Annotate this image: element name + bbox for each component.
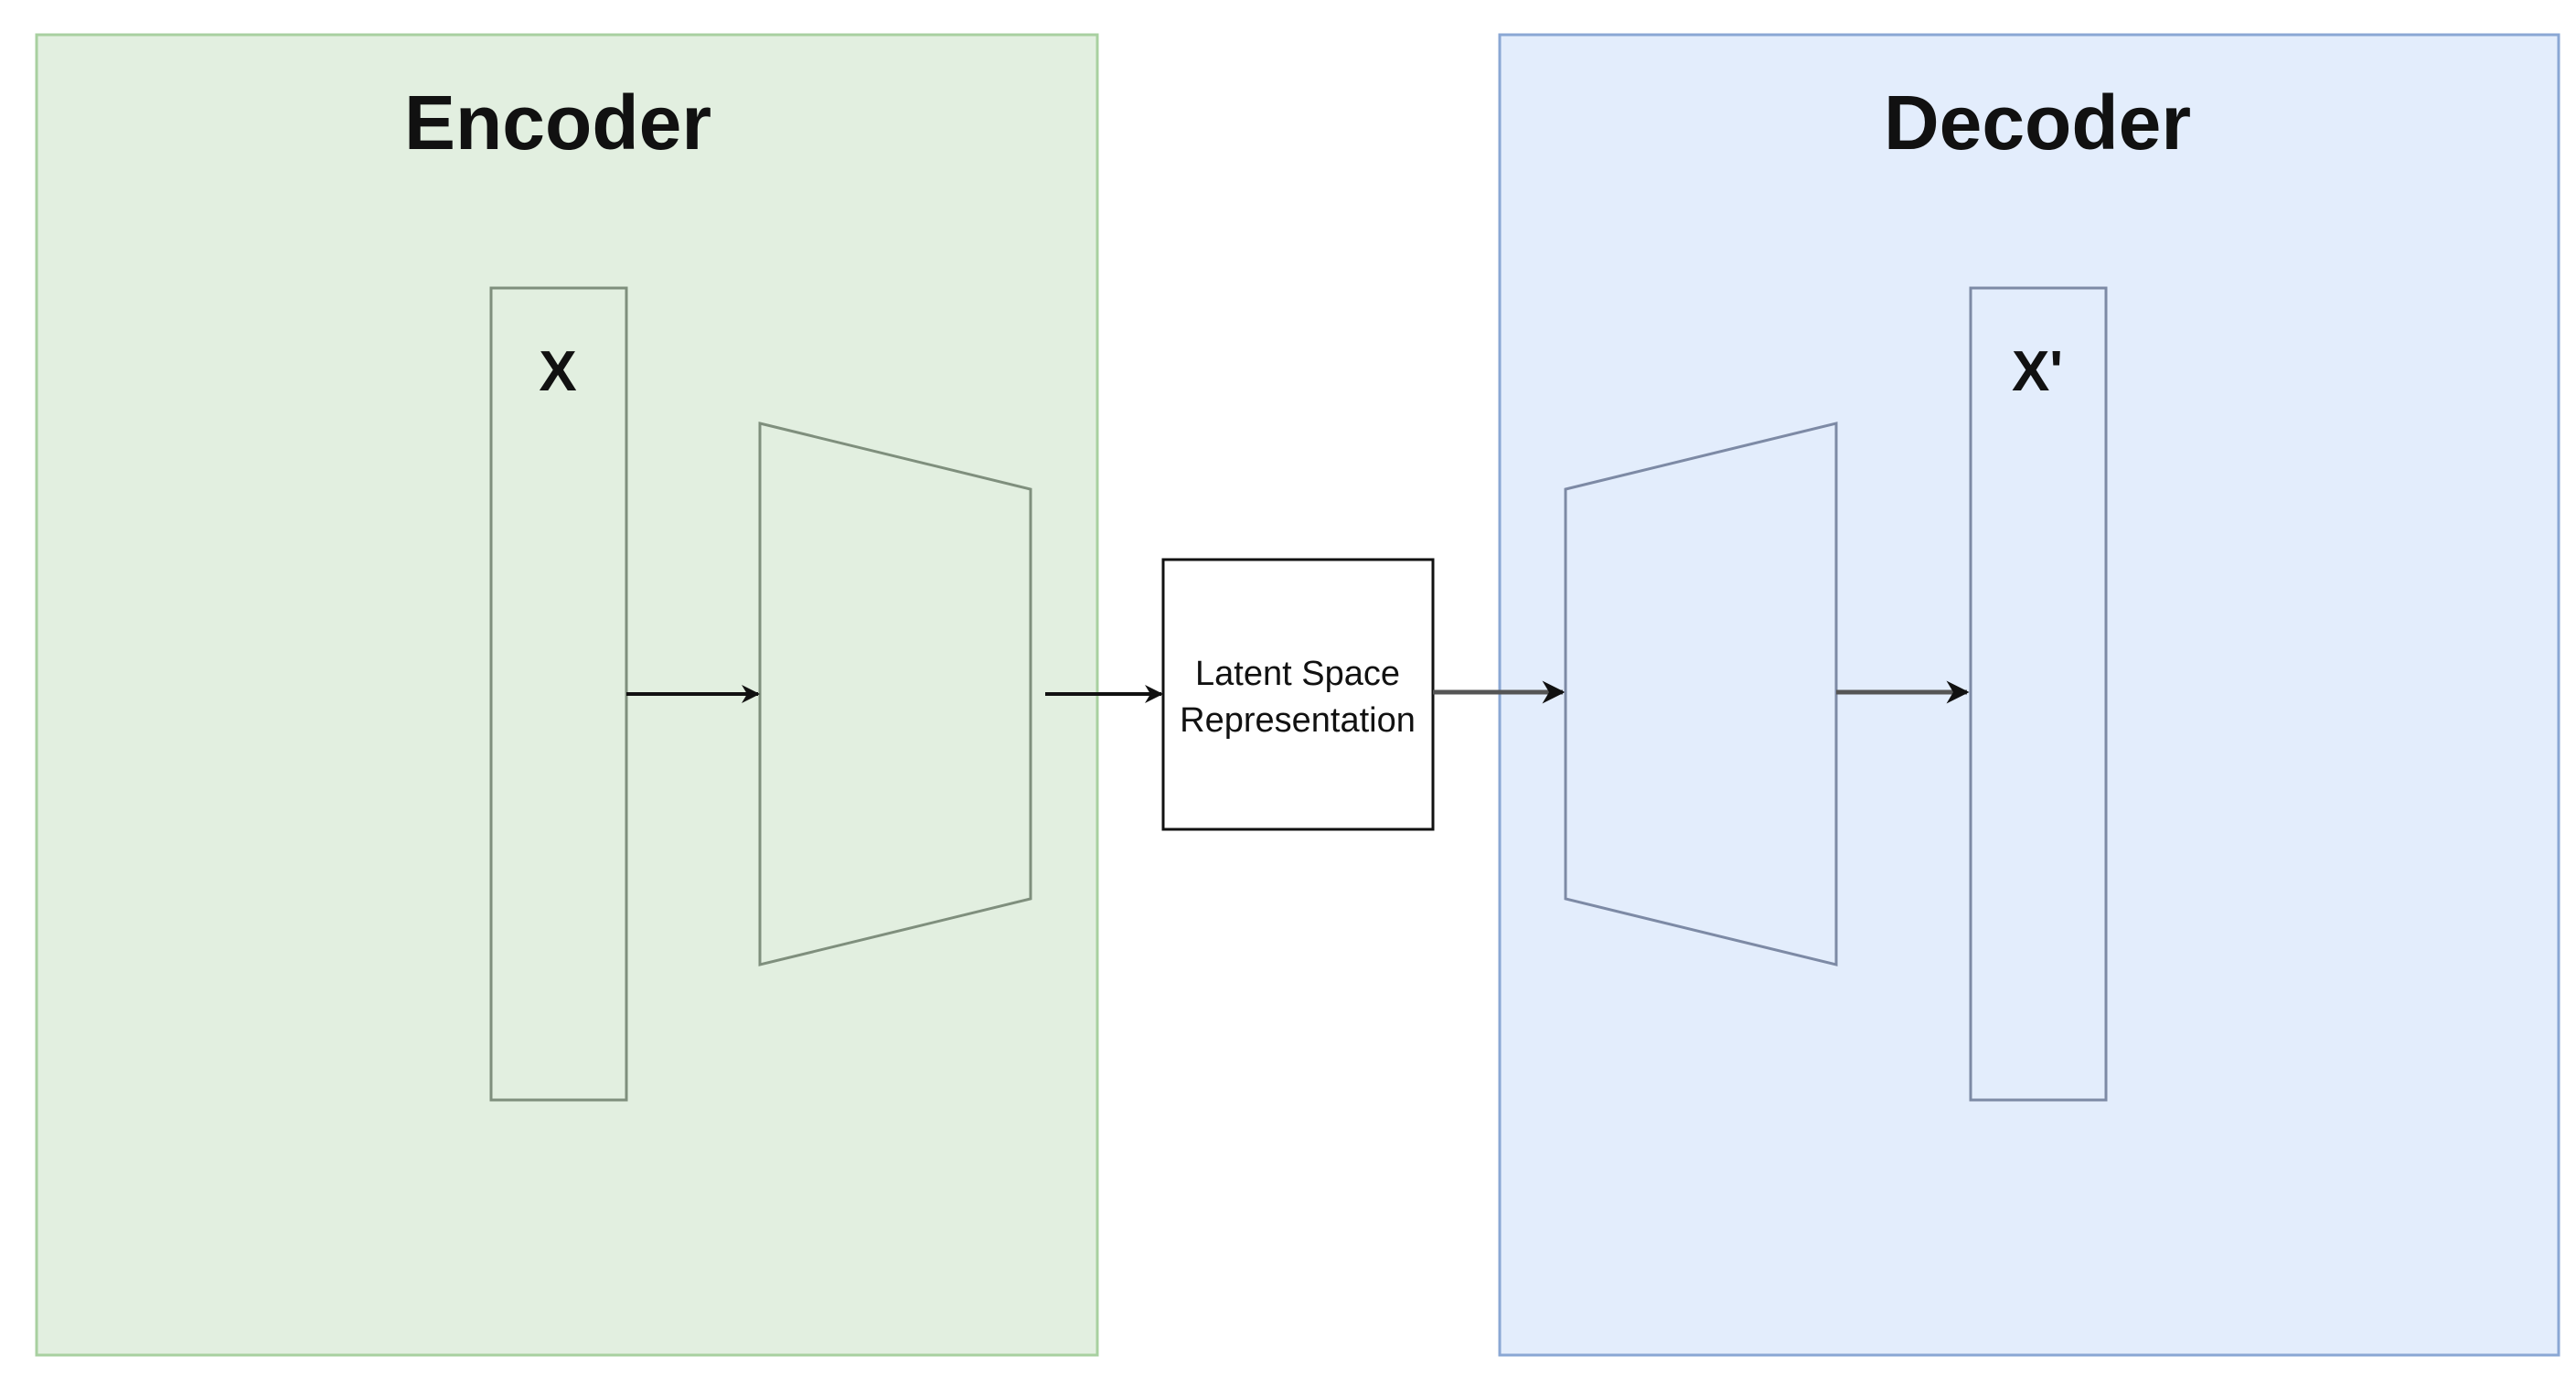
decoder-title: Decoder	[1884, 80, 2191, 165]
output-vector-label: X'	[2012, 340, 2063, 403]
input-vector	[489, 286, 628, 1102]
latent-space-box	[1161, 558, 1435, 831]
decoder-network-shape	[1564, 422, 1838, 966]
input-vector-label: X	[539, 340, 576, 403]
encoder-network-shape	[758, 422, 1032, 966]
encoder-title: Encoder	[404, 80, 711, 165]
latent-space-label-line2: Representation	[1180, 701, 1416, 740]
latent-space-label-line1: Latent Space	[1195, 655, 1400, 693]
output-vector	[1969, 286, 2108, 1102]
